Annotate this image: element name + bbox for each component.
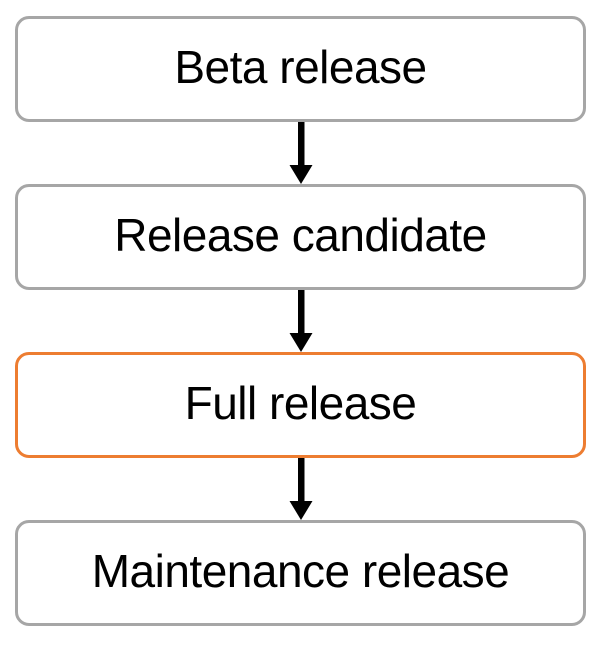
connector-3 — [15, 458, 586, 520]
down-arrow-icon — [289, 458, 312, 520]
node-full-release: Full release — [15, 352, 586, 458]
node-label-beta-release: Beta release — [174, 41, 427, 93]
node-label-maintenance-release: Maintenance release — [91, 545, 510, 597]
down-arrow-icon — [289, 290, 312, 352]
node-label-full-release: Full release — [184, 377, 417, 429]
node-maintenance-release: Maintenance release — [15, 520, 586, 626]
node-release-candidate: Release candidate — [15, 184, 586, 290]
down-arrow-icon — [289, 122, 312, 184]
node-beta-release: Beta release — [15, 16, 586, 122]
node-label-release-candidate: Release candidate — [114, 209, 487, 261]
connector-2 — [15, 290, 586, 352]
connector-1 — [15, 122, 586, 184]
